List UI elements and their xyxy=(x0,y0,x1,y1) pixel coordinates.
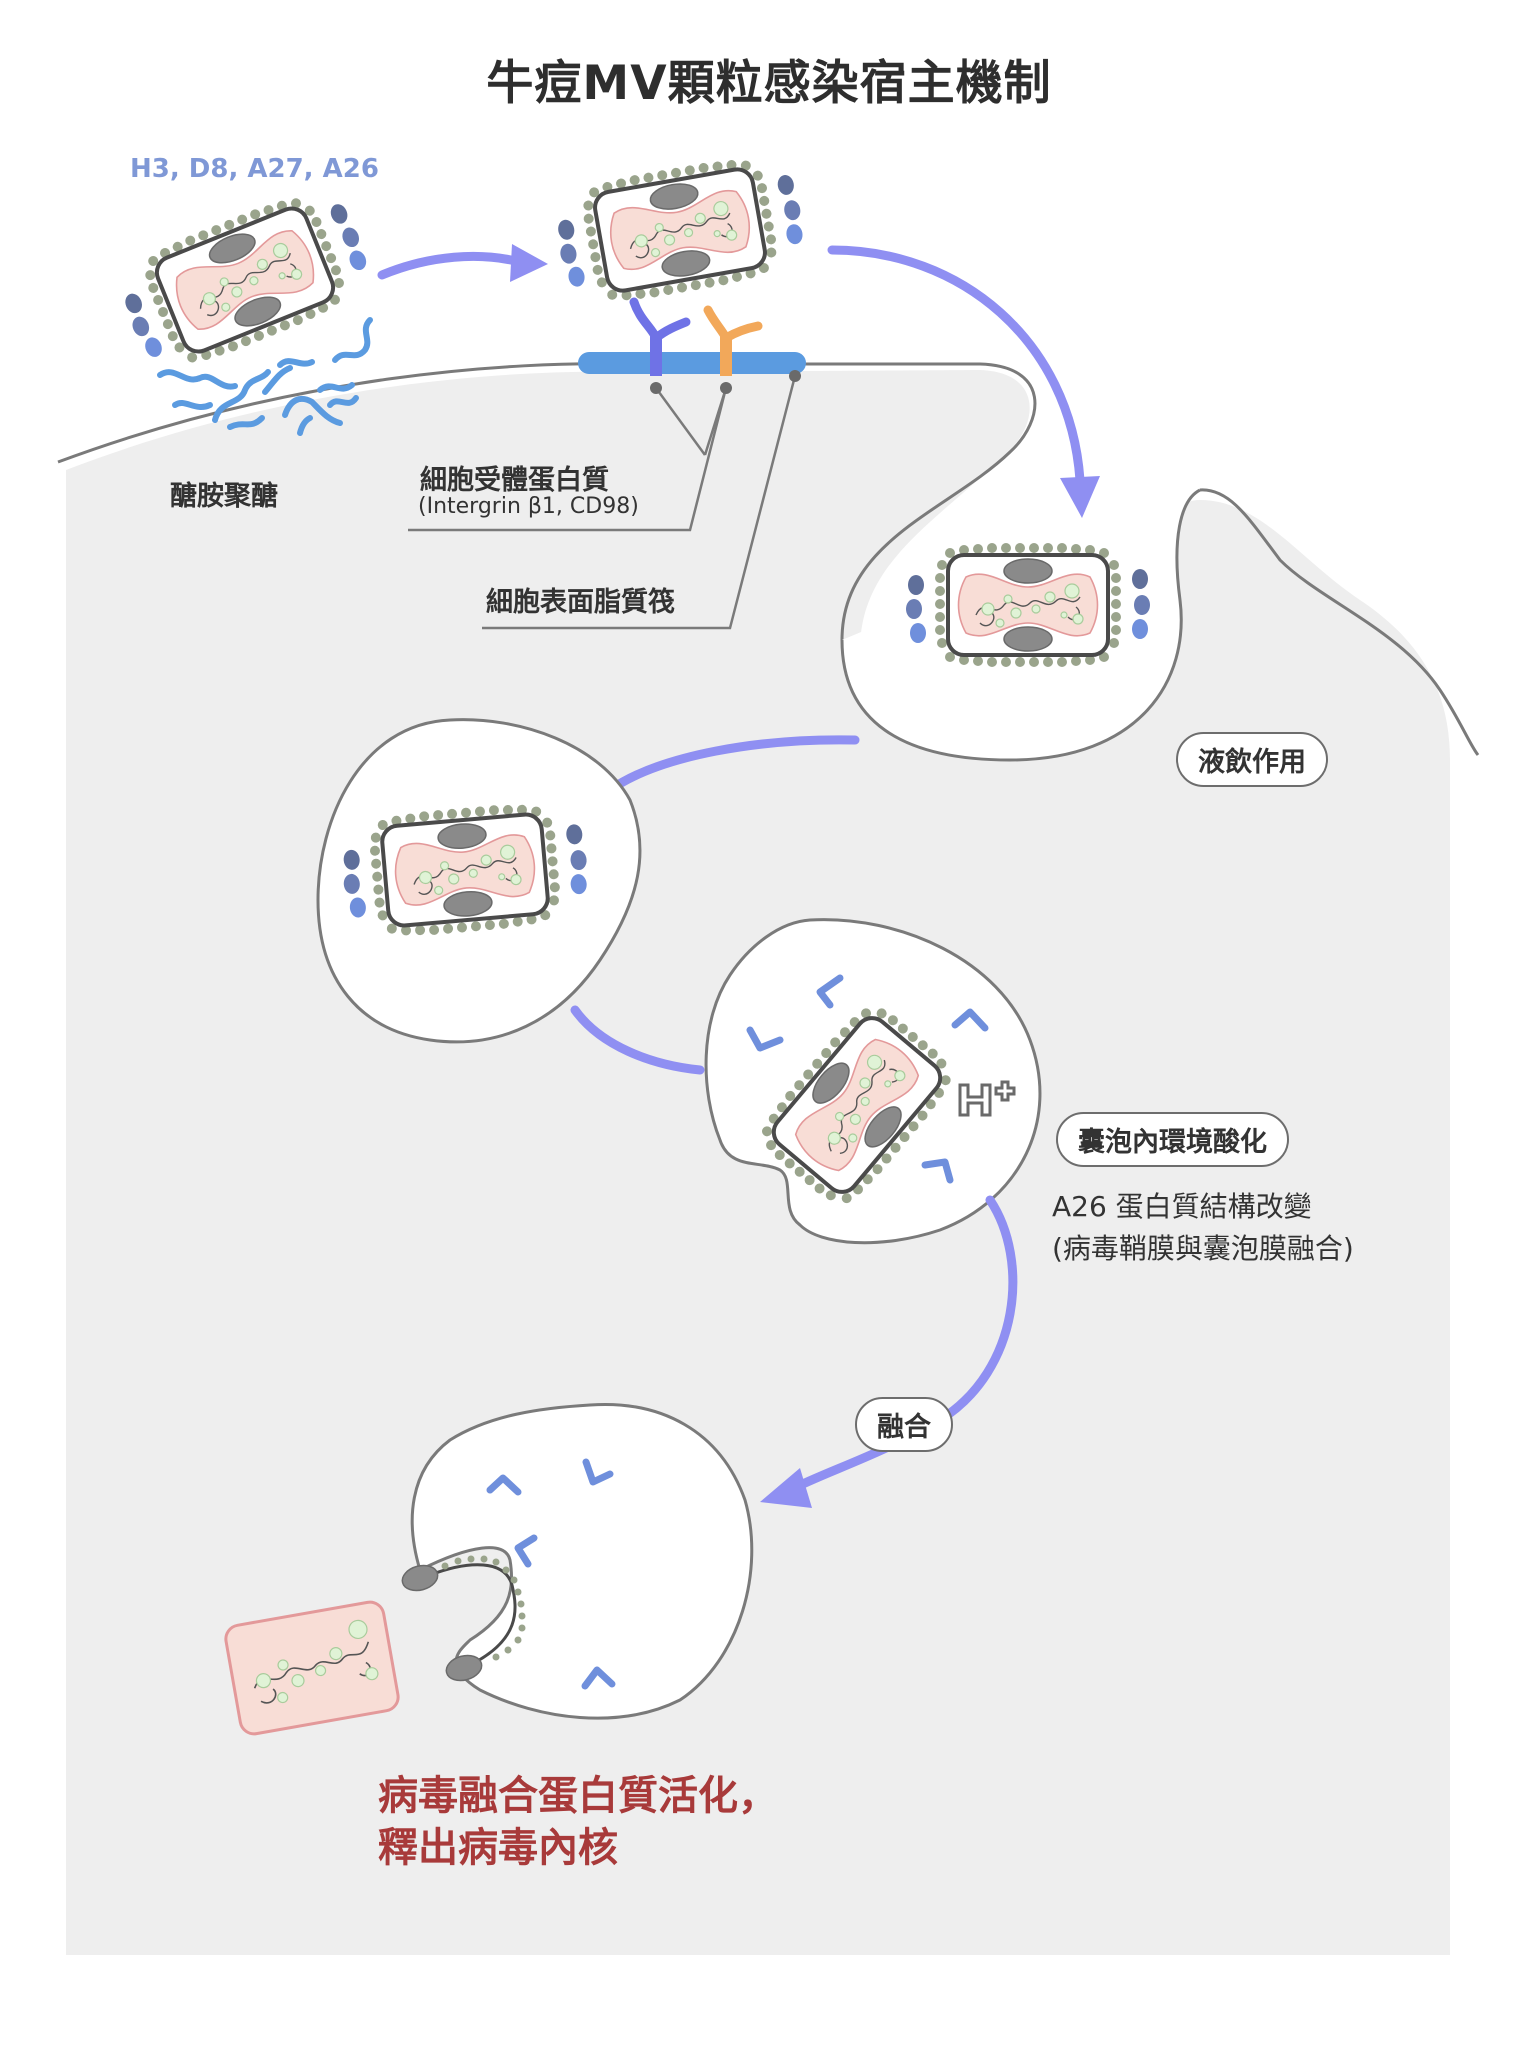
proton-icon xyxy=(958,1080,1016,1117)
lipid-raft-bar xyxy=(578,352,806,374)
result-line2: 釋出病毒內核 xyxy=(378,1825,618,1871)
virion-step1 xyxy=(120,185,371,375)
lipid-raft-label: 細胞表面脂質筏 xyxy=(486,587,675,618)
virion-step2 xyxy=(554,150,807,310)
arrow-to-acidified-endosome xyxy=(570,1005,705,1075)
result-line1: 病毒融合蛋白質活化， xyxy=(378,1773,778,1819)
virus-proteins-label: H3, D8, A27, A26 xyxy=(130,154,379,184)
receptor-integrin xyxy=(629,297,691,376)
page-title: 牛痘MV顆粒感染宿主機制 xyxy=(486,56,1052,111)
lateral-body xyxy=(445,1654,483,1682)
macropinocytosis-pill: 液飲作用 xyxy=(1176,732,1328,787)
a26-change-line2: (病毒鞘膜與囊泡膜融合) xyxy=(1052,1232,1354,1265)
a26-change-line1: A26 蛋白質結構改變 xyxy=(1052,1190,1312,1223)
a26-protein-chevrons xyxy=(746,974,989,1184)
arrow-attach-to-receptor xyxy=(377,251,525,280)
result-text: 病毒融合蛋白質活化， 釋出病毒內核 xyxy=(378,1770,778,1874)
fusion-pill: 融合 xyxy=(855,1397,953,1452)
arrowhead-icon xyxy=(510,244,548,282)
receptor-cd98 xyxy=(703,305,763,376)
lateral-body xyxy=(401,1564,439,1592)
acidification-pill: 囊泡內環境酸化 xyxy=(1056,1112,1289,1167)
arrowhead-icon xyxy=(760,1468,812,1508)
released-viral-core xyxy=(224,1600,400,1736)
heparan-sulfate-label: 醣胺聚醣 xyxy=(170,481,278,512)
a26-protein-chevrons-fused xyxy=(486,1458,616,1690)
arrowhead-icon xyxy=(1060,476,1100,518)
heparan-sulfate-chains xyxy=(157,317,373,436)
fused-envelope-dots xyxy=(441,1555,526,1661)
arrow-to-fusion xyxy=(785,1195,1018,1495)
arrow-to-vesicle xyxy=(605,735,860,795)
arrow-to-macropinocytosis xyxy=(827,245,1085,485)
receptor-label: 細胞受體蛋白質 xyxy=(420,465,609,496)
leader-lines xyxy=(408,375,797,630)
macropinocytosis-ruffle xyxy=(1199,488,1480,756)
anchor-dots xyxy=(650,370,801,394)
receptor-sublabel: (Intergrin β1, CD98) xyxy=(418,494,639,519)
